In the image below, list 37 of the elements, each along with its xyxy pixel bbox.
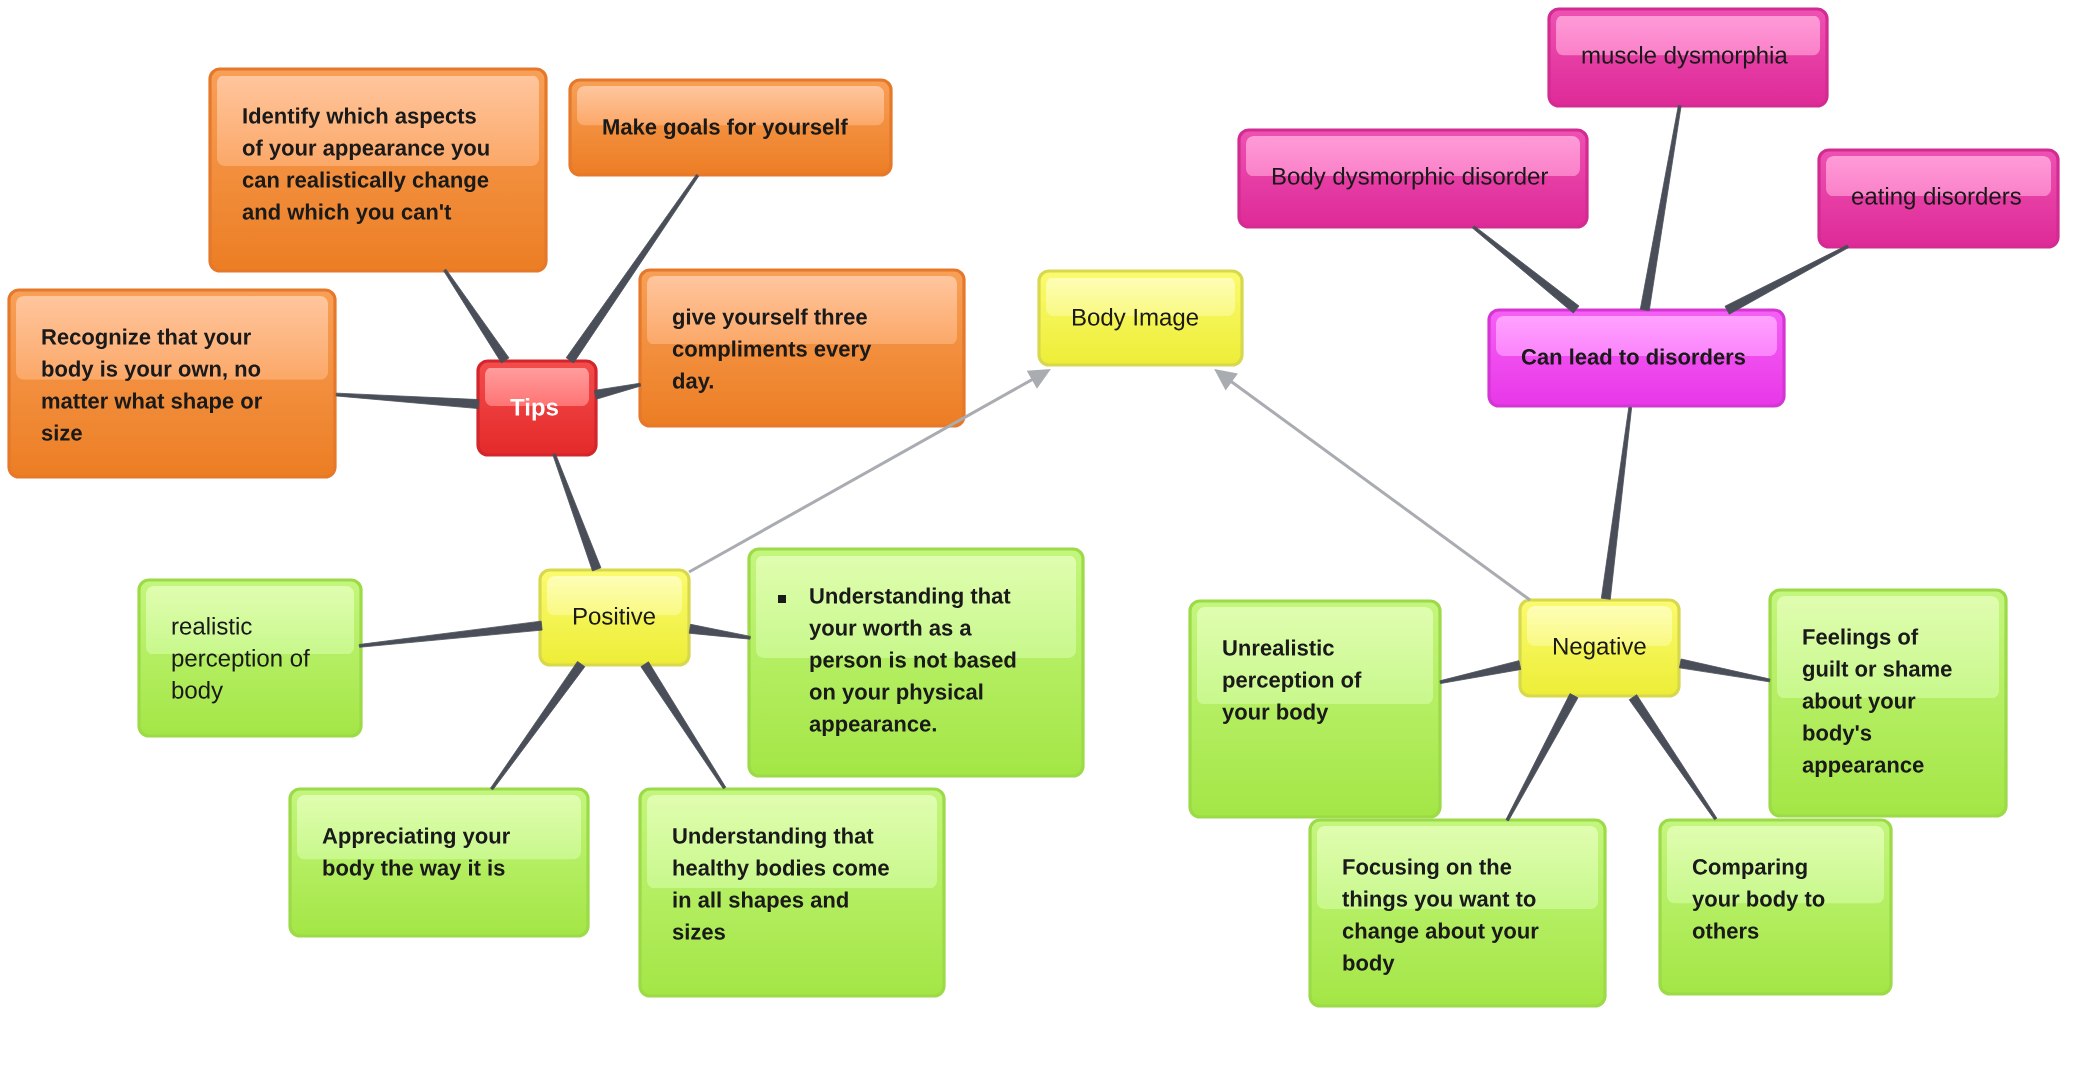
idea-box: give yourself three compliments every day. [638,268,966,428]
connector-line [640,661,727,790]
connector-line [1439,660,1522,684]
connector-line [1679,658,1771,683]
idea-box: muscle dysmorphia [1547,7,1829,108]
idea-box: Comparing your body to others [1658,818,1893,996]
branch-box: Tips [476,359,598,457]
connector-line [443,268,510,364]
idea-box: Appreciating your body the way it is [288,787,590,938]
idea-box: Make goals for yourself [568,78,893,177]
connector-line [1472,225,1580,314]
idea-box: Body dysmorphic disorder [1237,128,1589,229]
connector-line [552,453,602,572]
idea-box: eating disorders [1817,148,2060,249]
idea-box: Understanding that healthy bodies come in all shapes and sizes [638,787,946,998]
connector-line [565,174,700,364]
idea-box: Identify which aspects of your appearance you can realistically change and which you can't [208,67,548,273]
connector-line [335,392,480,409]
branch-box: Can lead to disorders [1487,308,1786,408]
idea-box: Feelings of guilt or shame about your body's appearance [1768,588,2008,818]
idea-box: Understanding that your worth as a person is not based on your physical appearance. [747,547,1085,778]
topic-box: Body Image [1037,269,1244,367]
connector-line [1639,104,1682,312]
idea-box: Recognize that your body is your own, no matter what shape or size [7,288,337,479]
connector-line [358,620,543,648]
connector-line [1505,693,1579,822]
connector-line [688,623,751,640]
connector-line [1724,244,1849,315]
branch-box: Negative [1518,598,1681,698]
idea-box: Focusing on the things you want to change about your body [1308,818,1607,1008]
idea-box: realistic perception of body [137,578,363,738]
connector-line [1628,694,1718,821]
connector-line [593,382,642,400]
connector-line [490,661,586,791]
idea-box: Unrealistic perception of your body [1188,599,1442,819]
branch-box: Positive [538,568,691,667]
connector-line [1600,406,1632,600]
